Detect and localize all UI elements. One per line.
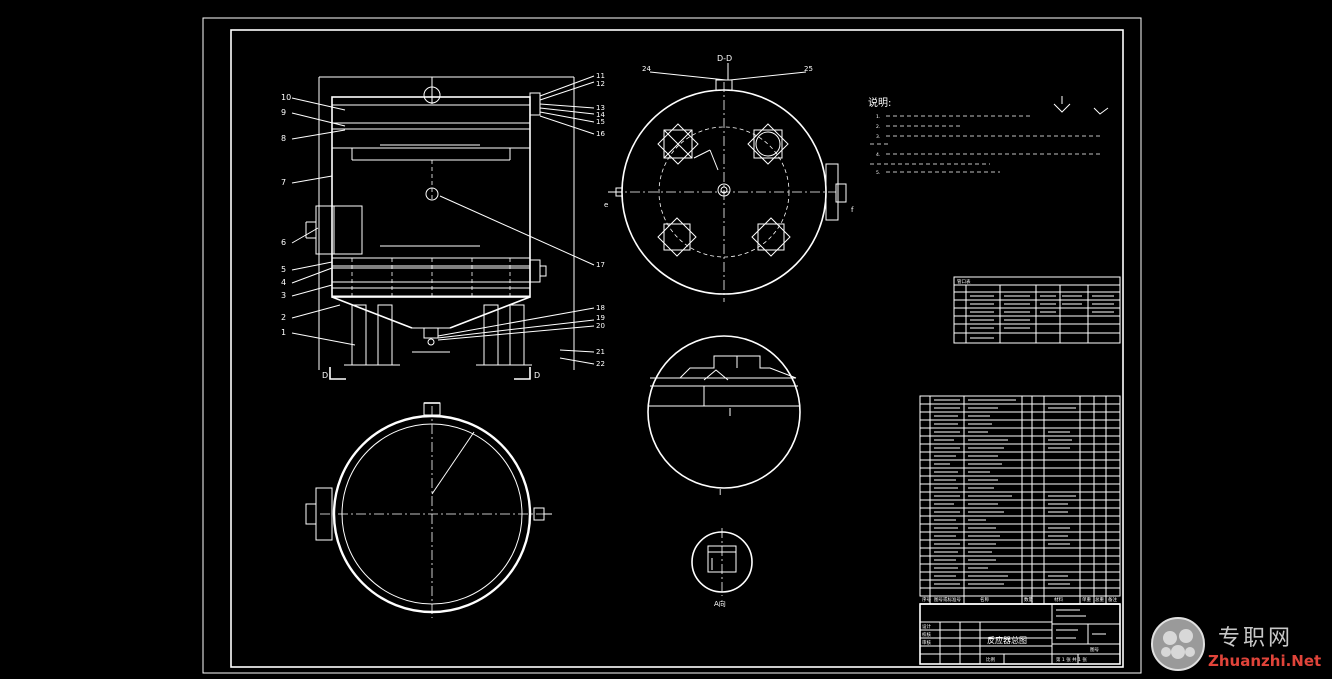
right-callouts: 11 12 13 14 15 16 17 18 19 20 21 22	[437, 72, 605, 368]
bottom-plan-view	[305, 402, 552, 618]
square-hatch-3	[657, 217, 697, 257]
callout-22: 22	[596, 360, 605, 368]
section-label: D-D	[717, 54, 732, 63]
callout-11: 11	[596, 72, 605, 80]
watermark-logo-icon	[1151, 617, 1205, 671]
bom-header-unit-wt: 单重	[1082, 596, 1091, 603]
note-1: 1.	[876, 114, 880, 120]
square-hatch-2	[747, 123, 789, 165]
bom-table: 序号 图号或标准号 名称 数量 材料 单重 总重 备注	[919, 395, 1121, 605]
bom-header-material: 材料	[1054, 596, 1063, 603]
outer-sheet-border	[202, 17, 1142, 674]
watermark-text: 专职网	[1218, 626, 1294, 651]
title-block-approve: 审核	[922, 639, 931, 646]
callout-25: 25	[804, 65, 813, 73]
callout-7: 7	[281, 178, 286, 187]
callout-14: 14	[596, 111, 605, 119]
title-block-drawing-no: 图号	[1090, 647, 1099, 653]
notes-block: 说明: 1. 2. 3. 4. 5.	[868, 96, 1109, 176]
note-5: 5.	[876, 170, 880, 176]
cut-mark-left: D	[322, 371, 328, 380]
inner-drawing-frame	[230, 29, 1124, 668]
title-block-check: 校核	[922, 631, 931, 638]
nozzle-table: 管口表	[953, 276, 1121, 344]
bom-header-no: 序号	[922, 596, 931, 603]
callout-21: 21	[596, 348, 605, 356]
drawing-title: 反应器总图	[987, 635, 1027, 645]
watermark-url: Zhuanzhi.Net	[1208, 652, 1322, 670]
sheet-info: 第 1 张 共 1 张	[1056, 656, 1087, 663]
note-4: 4.	[876, 152, 880, 158]
callout-10: 10	[281, 93, 291, 102]
note-2: 2.	[876, 124, 880, 130]
callout-6: 6	[281, 238, 286, 247]
small-view-label: A向	[714, 599, 726, 608]
title-block-design: 设计	[922, 623, 931, 630]
bom-header-std: 图号或标准号	[934, 596, 961, 603]
detail-i-view: I	[647, 335, 801, 497]
callout-20: 20	[596, 322, 605, 330]
bom-header-total-wt: 总重	[1095, 596, 1104, 603]
square-hatch-4	[751, 217, 791, 257]
note-3: 3.	[876, 134, 880, 140]
callout-9: 9	[281, 108, 286, 117]
bom-header-name: 名称	[980, 596, 989, 603]
callout-4: 4	[281, 278, 286, 287]
nozzle-table-heading: 管口表	[957, 278, 971, 285]
cut-mark-right: D	[534, 371, 540, 380]
left-callouts: 10 9 8 7 6 5 4 3 2 1	[281, 93, 356, 346]
bom-header-remark: 备注	[1108, 596, 1117, 603]
callout-16: 16	[596, 130, 605, 138]
callout-13: 13	[596, 104, 605, 112]
callout-3: 3	[281, 291, 286, 300]
svg-text:e: e	[604, 201, 608, 209]
callout-19: 19	[596, 314, 605, 322]
title-block: 反应器总图 设计 校核 审核 比例 第 1 张 共 1 张 图号	[919, 603, 1121, 665]
callout-12: 12	[596, 80, 605, 88]
square-hatch-1	[657, 123, 699, 165]
callout-2: 2	[281, 313, 286, 322]
callout-8: 8	[281, 134, 286, 143]
watermark	[1151, 617, 1205, 671]
callout-1: 1	[281, 328, 286, 337]
notes-heading: 说明:	[868, 96, 891, 109]
callout-24: 24	[642, 65, 651, 73]
title-block-scale: 比例	[986, 656, 995, 663]
detail-label: I	[719, 488, 721, 497]
svg-text:f: f	[851, 206, 854, 214]
front-elevation-view: D D	[305, 76, 575, 380]
callout-5: 5	[281, 265, 286, 274]
callout-17: 17	[596, 261, 605, 269]
bom-header-qty: 数量	[1024, 596, 1033, 603]
callout-18: 18	[596, 304, 605, 312]
a-direction-view: A向	[691, 528, 753, 608]
callout-15: 15	[596, 118, 605, 126]
section-dd-view: D-D 24 25	[604, 54, 854, 302]
